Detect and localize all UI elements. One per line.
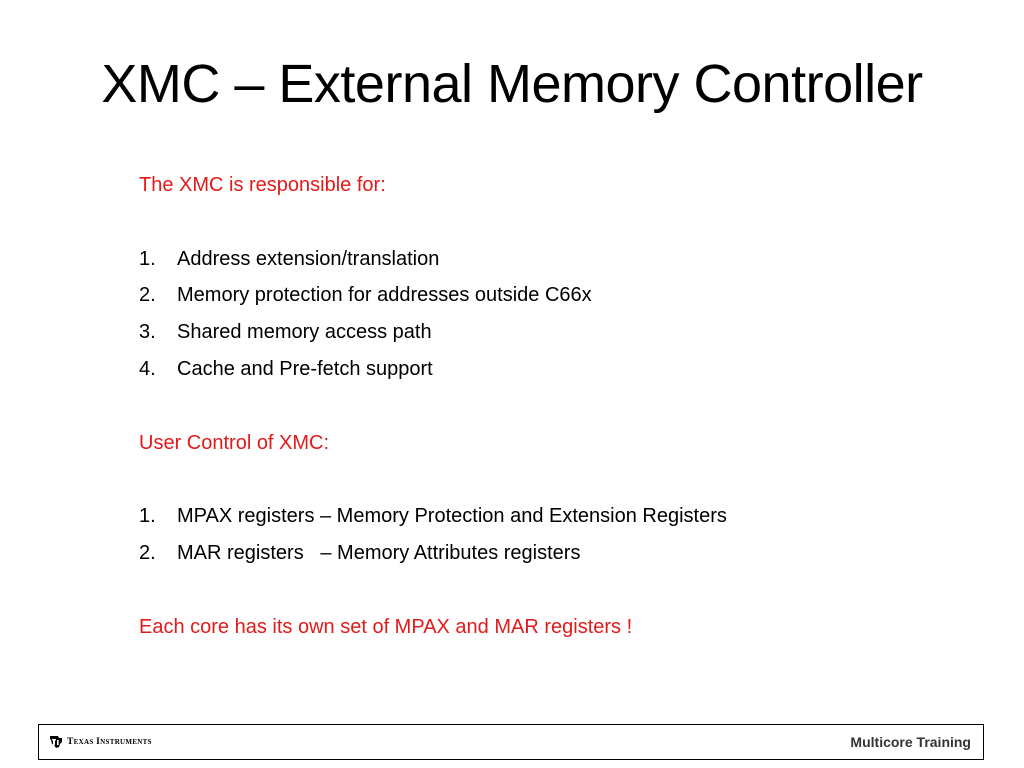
list-item-text: Cache and Pre-fetch support (177, 357, 433, 380)
section1-heading: The XMC is responsible for: (139, 174, 386, 196)
list-item-number: 2. (139, 541, 156, 564)
footer-label: Multicore Training (850, 734, 971, 750)
list-item: 2. MAR registers – Memory Attributes reg… (139, 535, 959, 572)
list-item-text: MPAX registers – Memory Protection and E… (177, 505, 727, 528)
user-control-list: 1. MPAX registers – Memory Protection an… (139, 498, 959, 572)
texas-instruments-logo-icon (50, 736, 62, 748)
spacer (139, 461, 959, 498)
logo-wordmark: Texas Instruments (67, 737, 152, 747)
list-item: 3. Shared memory access path (139, 314, 959, 351)
spacer (139, 388, 959, 425)
list-item-text: Address extension/translation (177, 247, 440, 270)
note-text: Each core has its own set of MPAX and MA… (139, 615, 633, 638)
list-item-number: 2. (139, 284, 156, 307)
ti-logo: Texas Instruments (49, 735, 152, 749)
section2-heading: User Control of XMC: (139, 431, 330, 454)
spacer (139, 204, 959, 241)
list-item: 1. MPAX registers – Memory Protection an… (139, 498, 959, 535)
footer-bar: Texas Instruments Multicore Training (38, 724, 984, 760)
list-item: 2. Memory protection for addresses outsi… (139, 277, 959, 314)
slide-body: The XMC is responsible for: 1. Address e… (139, 167, 959, 645)
list-item-text: MAR registers – Memory Attributes regist… (177, 541, 581, 564)
list-item: 4. Cache and Pre-fetch support (139, 351, 959, 388)
list-item-number: 4. (139, 357, 156, 380)
slide-title: XMC – External Memory Controller (101, 54, 923, 114)
list-item-number: 1. (139, 505, 156, 528)
list-item-text: Memory protection for addresses outside … (177, 284, 592, 307)
spacer (139, 572, 959, 609)
list-item-number: 1. (139, 247, 156, 270)
responsibility-list: 1. Address extension/translation 2. Memo… (139, 241, 959, 388)
list-item: 1. Address extension/translation (139, 241, 959, 278)
list-item-number: 3. (139, 321, 156, 344)
list-item-text: Shared memory access path (177, 321, 432, 344)
